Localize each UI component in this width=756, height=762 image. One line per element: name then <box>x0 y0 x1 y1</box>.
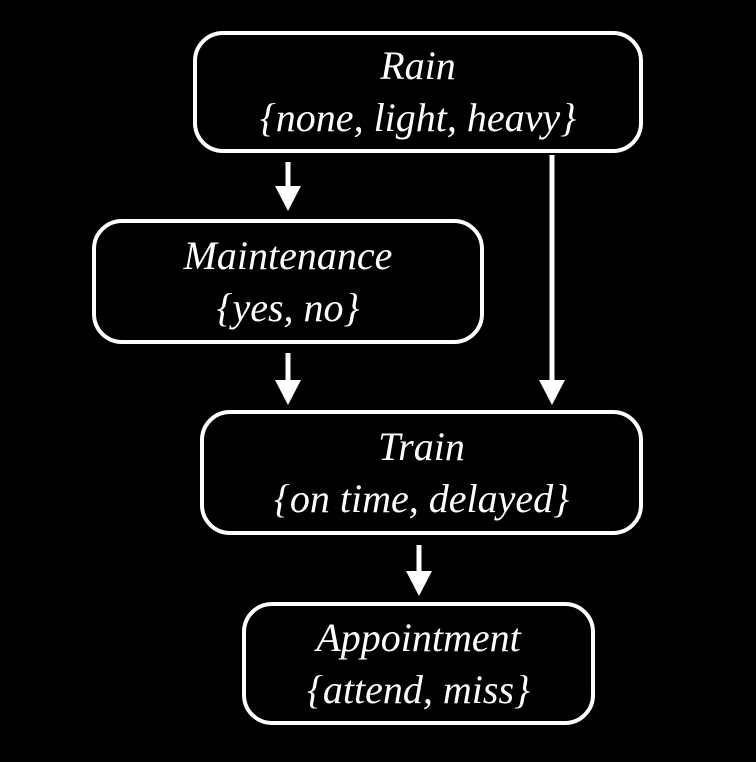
node-rain: Rain {none, light, heavy} <box>193 31 643 153</box>
edge-maintenance-train <box>275 353 301 405</box>
node-rain-values: {none, light, heavy} <box>259 95 577 140</box>
node-appointment: Appointment {attend, miss} <box>242 602 595 725</box>
node-appointment-label: Appointment <box>316 614 521 660</box>
edge-rain-train <box>539 155 565 405</box>
node-maintenance-values: {yes, no} <box>216 284 360 330</box>
node-appointment-values: {attend, miss} <box>306 666 531 712</box>
node-maintenance-label: Maintenance <box>183 232 393 278</box>
node-train-values: {on time, delayed} <box>273 475 570 521</box>
node-rain-label: Rain <box>380 43 456 88</box>
node-maintenance: Maintenance {yes, no} <box>92 219 484 344</box>
edge-train-appointment <box>406 545 432 596</box>
edge-rain-maintenance <box>275 162 301 211</box>
node-train-label: Train <box>378 423 465 469</box>
node-train: Train {on time, delayed} <box>200 410 643 535</box>
